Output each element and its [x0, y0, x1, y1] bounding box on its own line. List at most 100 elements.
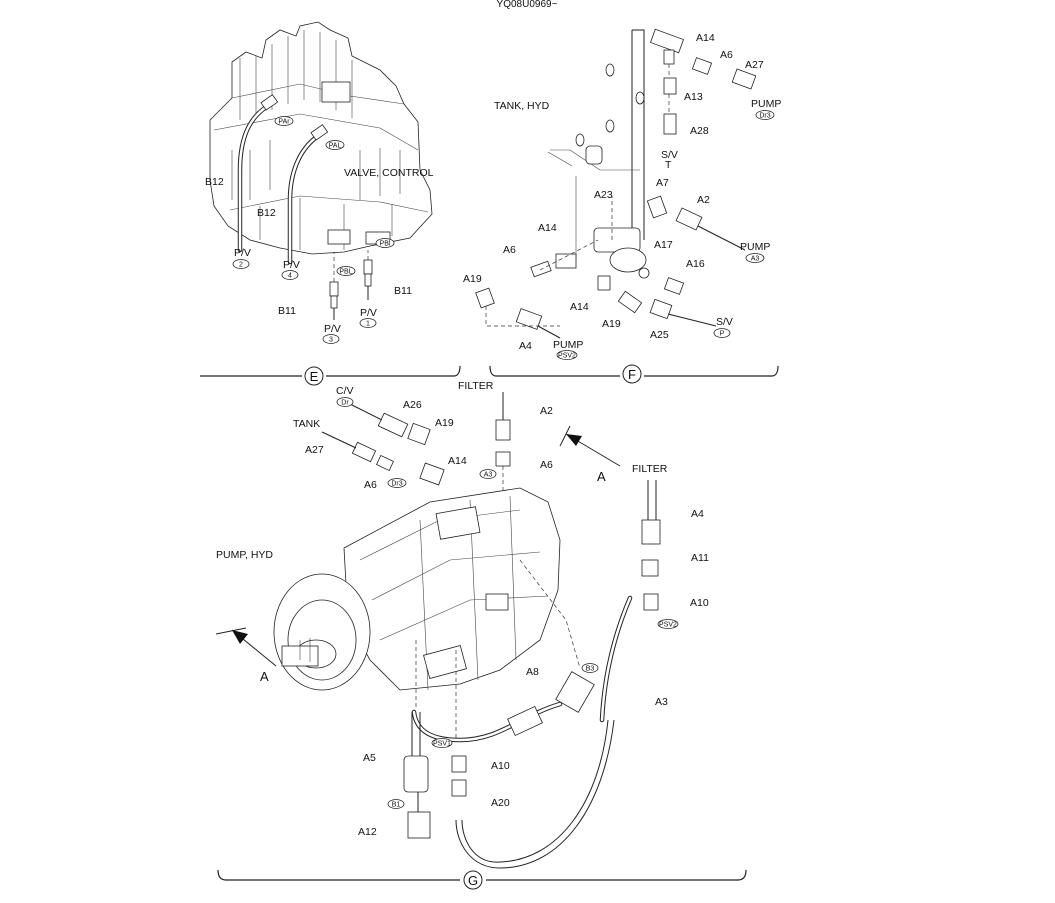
svg-text:PSV2: PSV2	[558, 353, 576, 360]
label-b12-mid: B12	[257, 207, 276, 219]
svg-text:1: 1	[366, 321, 370, 328]
svg-text:G: G	[468, 873, 478, 888]
label-a19: A19	[435, 417, 454, 429]
label-a19-low: A19	[602, 318, 621, 330]
label-a23: A23	[594, 189, 613, 201]
doc-code: YQ08U0969~	[497, 0, 558, 10]
label-a6-left: A6	[364, 479, 377, 491]
port-a3: A3	[745, 253, 765, 263]
port-dr3: Dr3	[387, 478, 407, 488]
port-psv2: PSV2	[556, 350, 578, 360]
label-pv2: P/V	[234, 247, 251, 259]
control-valve-title: VALVE, CONTROL	[344, 167, 434, 179]
label-a25: A25	[650, 329, 669, 341]
label-a12: A12	[358, 826, 377, 838]
svg-text:E: E	[310, 369, 319, 384]
control-valve-drawing	[209, 21, 433, 255]
label-arrow-a-top: A	[597, 469, 606, 484]
label-pump-a3: PUMP	[740, 241, 770, 253]
svg-text:P: P	[720, 331, 725, 338]
svg-text:PAL: PAL	[329, 143, 342, 150]
hyd-pump-drawing	[273, 487, 581, 740]
section-f-badge: F	[622, 364, 642, 384]
label-a10-right: A10	[690, 597, 709, 609]
label-tank: TANK	[293, 418, 320, 430]
label-a10-low: A10	[491, 760, 510, 772]
svg-text:3: 3	[329, 337, 333, 344]
label-a13: A13	[684, 91, 703, 103]
label-a3: A3	[655, 696, 668, 708]
hyd-tank-title: TANK, HYD	[494, 100, 550, 112]
section-e-bracket	[200, 365, 461, 377]
label-filter-right: FILTER	[632, 463, 668, 475]
port-pv1-num: 1	[359, 318, 377, 328]
port-psv1: PSV1	[431, 738, 453, 748]
label-pv4: P/V	[283, 259, 300, 271]
svg-text:B3: B3	[586, 666, 595, 673]
port-a3: A3	[479, 469, 497, 479]
label-pv1: P/V	[360, 307, 377, 319]
label-b11-right: B11	[394, 285, 412, 297]
label-a8: A8	[526, 666, 539, 678]
label-a27: A27	[745, 59, 764, 71]
label-b12-left: B12	[205, 176, 224, 188]
label-a4: A4	[519, 340, 532, 352]
svg-text:Dr: Dr	[341, 400, 349, 407]
section-e-control-valve: VALVE, CONTROL B12 B12 B11 B11 P/V P/V P…	[200, 21, 461, 386]
section-g-badge: G	[463, 870, 483, 890]
port-b1: B1	[387, 799, 405, 809]
label-a19: A19	[463, 273, 482, 285]
section-g-hyd-pump: PUMP, HYD C/V A26 TANK A19 A27 A14 A6 FI…	[215, 380, 747, 890]
svg-text:F: F	[628, 367, 636, 382]
label-pv3: P/V	[324, 323, 341, 335]
label-pump-dr3: PUMP	[751, 98, 781, 110]
view-arrow-a-left	[215, 627, 277, 667]
label-t: T	[665, 159, 672, 171]
label-a5: A5	[363, 752, 376, 764]
svg-text:A3: A3	[751, 256, 760, 263]
label-a27: A27	[305, 444, 324, 456]
svg-text:Dr3: Dr3	[391, 481, 402, 488]
svg-text:PBl: PBl	[380, 241, 391, 248]
port-pbl: PBL	[336, 266, 356, 276]
port-pbl-right: PBl	[375, 238, 395, 248]
label-a4: A4	[691, 508, 704, 520]
svg-text:2: 2	[239, 262, 243, 269]
svg-text:Dr3: Dr3	[759, 113, 770, 120]
label-filter-top: FILTER	[458, 380, 494, 392]
hyd-pump-title: PUMP, HYD	[216, 549, 273, 561]
label-a14-low: A14	[570, 301, 589, 313]
svg-text:4: 4	[288, 273, 292, 280]
svg-text:PSV2: PSV2	[659, 622, 677, 629]
port-p: P	[713, 328, 731, 338]
label-a11: A11	[691, 552, 709, 564]
port-pv4-num: 4	[281, 270, 299, 280]
label-a14-mid: A14	[538, 222, 557, 234]
port-b3: B3	[581, 663, 599, 673]
label-a6-right: A6	[540, 459, 553, 471]
label-a20: A20	[491, 797, 510, 809]
svg-text:PBL: PBL	[339, 269, 352, 276]
section-f-hyd-tank: TANK, HYD A14 A6 A27 A13 A28 S/V T PUMP …	[463, 28, 781, 384]
label-a6-mid: A6	[503, 244, 516, 256]
port-pv3-num: 3	[322, 334, 340, 344]
label-a6-top: A6	[720, 49, 733, 61]
label-a26: A26	[403, 399, 422, 411]
label-a17: A17	[654, 239, 673, 251]
port-dr: Dr	[336, 397, 354, 407]
label-cv: C/V	[336, 385, 354, 397]
svg-text:PSV1: PSV1	[433, 741, 451, 748]
port-pv2-num: 2	[232, 259, 250, 269]
section-e-badge: E	[304, 366, 324, 386]
label-a7: A7	[656, 177, 669, 189]
svg-text:B1: B1	[392, 802, 401, 809]
label-b11-left: B11	[278, 305, 296, 317]
view-arrow-a-top	[559, 425, 621, 467]
label-arrow-a-left: A	[260, 669, 269, 684]
label-a14: A14	[448, 455, 467, 467]
port-dr3: Dr3	[755, 110, 775, 120]
label-sv-low: S/V	[716, 316, 733, 328]
label-a14-top: A14	[696, 32, 715, 44]
tank-outline-drawing	[547, 29, 645, 260]
